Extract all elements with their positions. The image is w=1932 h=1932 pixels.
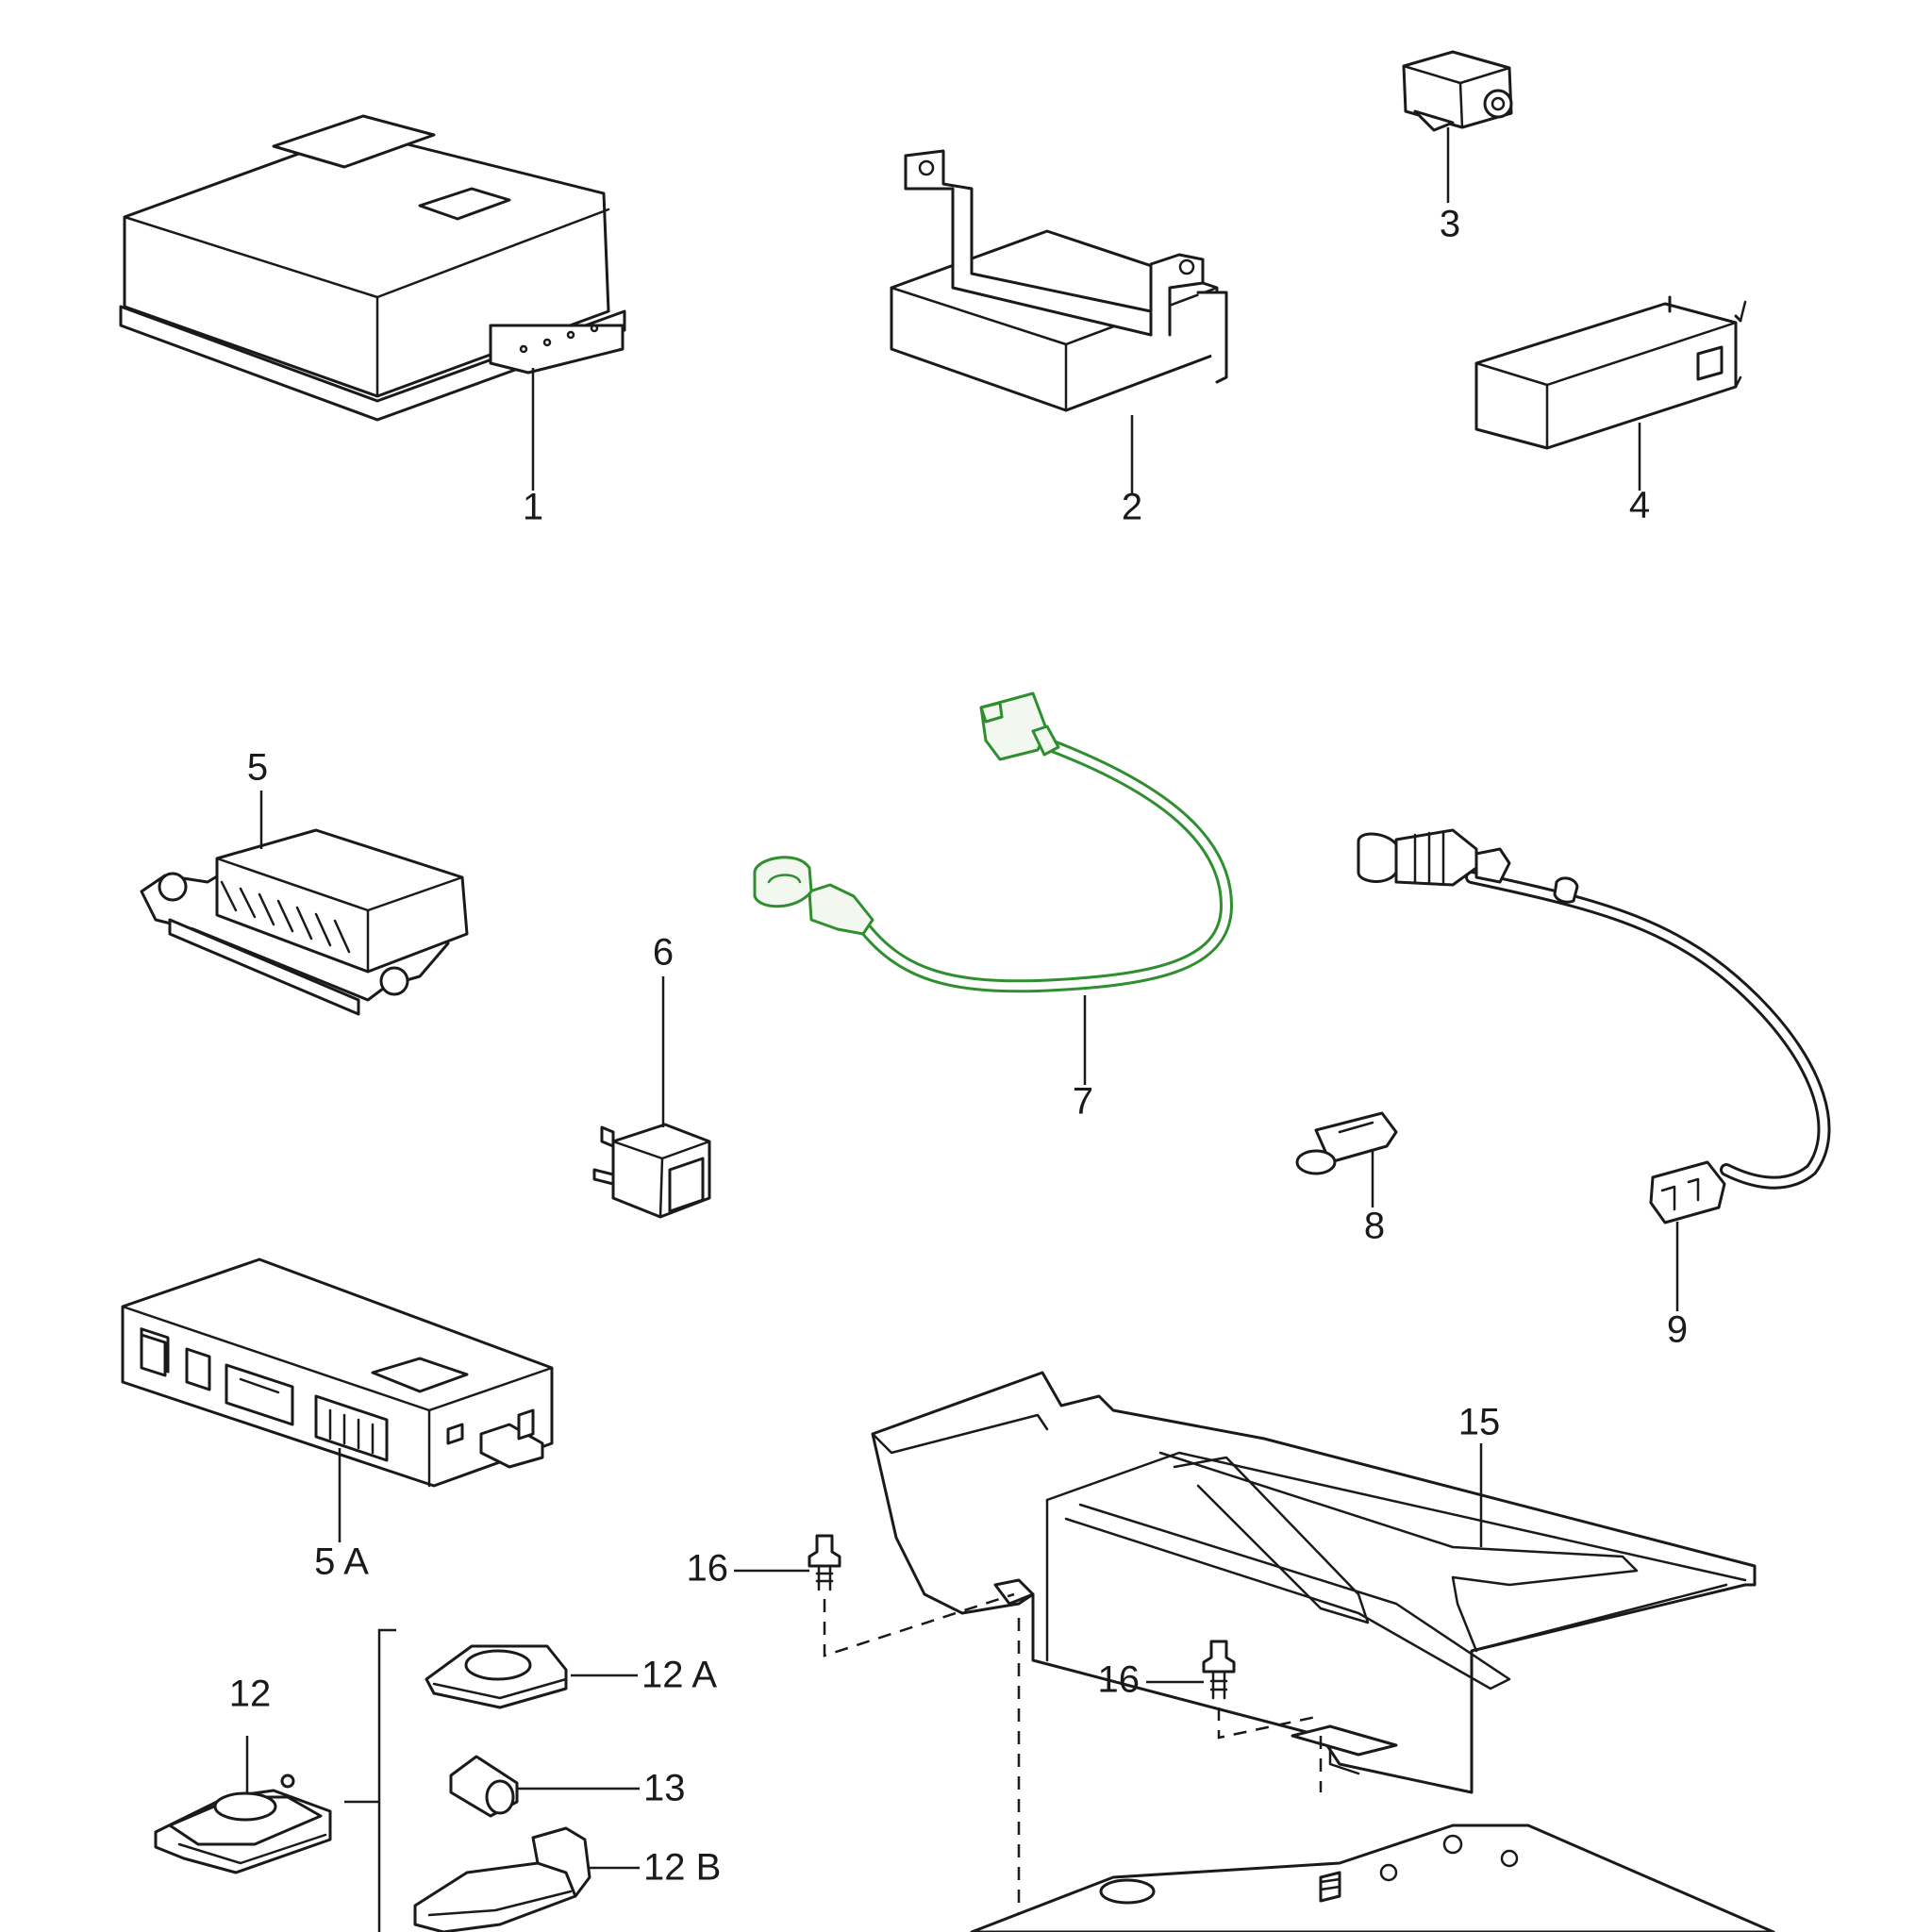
part-16-bolt-upper — [734, 1534, 1015, 1657]
part-9-sensor-cable — [1357, 828, 1831, 1311]
callout-5a: 5 A — [314, 1541, 369, 1583]
part-5a-control-module — [121, 1257, 554, 1542]
part-13-sleeve — [449, 1755, 640, 1818]
part-4-module — [1474, 295, 1747, 491]
callout-13: 13 — [643, 1768, 686, 1809]
part-12-unit — [154, 1736, 332, 1874]
callout-12a: 12 A — [641, 1655, 717, 1696]
part-8-bulb — [1295, 1111, 1398, 1208]
callout-12b: 12 B — [643, 1847, 721, 1889]
part-12b-plate — [413, 1826, 640, 1932]
callout-5: 5 — [247, 747, 268, 789]
callout-9: 9 — [1667, 1309, 1688, 1351]
callout-2: 2 — [1122, 487, 1142, 528]
callout-4: 4 — [1629, 485, 1650, 526]
part-12a-cover — [425, 1644, 638, 1709]
callout-8: 8 — [1364, 1206, 1385, 1247]
callout-1: 1 — [523, 487, 543, 528]
part-1-control-unit — [119, 114, 626, 491]
part-3-relay — [1402, 50, 1513, 203]
callout-15: 15 — [1458, 1402, 1501, 1443]
part-2-bracket-unit — [890, 149, 1228, 495]
part-5-connector-block — [140, 791, 469, 1016]
callout-16-lower: 16 — [1098, 1659, 1141, 1701]
callout-7: 7 — [1073, 1081, 1093, 1123]
part-16-bolt-lower — [1146, 1640, 1323, 1792]
group-bracket — [377, 1628, 396, 1932]
callout-6: 6 — [653, 932, 674, 974]
base-plate — [970, 1824, 1775, 1932]
callout-3: 3 — [1440, 204, 1460, 245]
callout-12: 12 — [229, 1674, 272, 1715]
part-6-relay — [592, 976, 711, 1219]
callout-16-upper: 16 — [687, 1548, 729, 1590]
part-7-knock-sensor[interactable] — [753, 691, 1234, 1085]
part-15-mounting-bracket — [871, 1371, 1757, 1794]
